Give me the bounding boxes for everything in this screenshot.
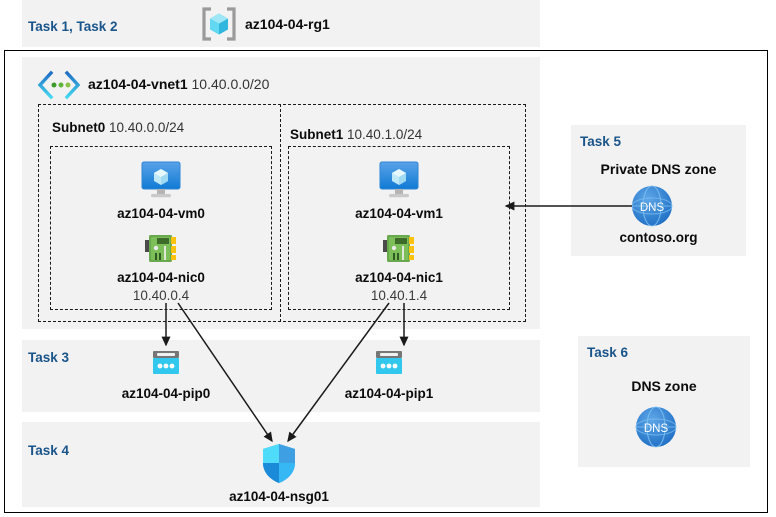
nsg-label: az104-04-nsg01 (229, 489, 329, 504)
public-ip-address-icon (374, 349, 404, 377)
vm0-label: az104-04-vm0 (117, 206, 205, 221)
dns-zone-icon: DNS (630, 184, 674, 228)
virtual-machine-icon (138, 160, 184, 200)
resource-group-name: az104-04-rg1 (245, 16, 330, 32)
subnet0-name: Subnet0 (52, 120, 106, 135)
subnet1-cidr: 10.40.1.0/24 (347, 127, 423, 142)
subscription-frame (4, 50, 768, 513)
vm1-label: az104-04-vm1 (355, 206, 443, 221)
task3-panel (22, 340, 540, 412)
nic1-ip: 10.40.1.4 (370, 288, 428, 303)
nic0-ip: 10.40.0.4 (132, 288, 190, 303)
subnet1-resources-box (288, 146, 510, 310)
vnet-title: az104-04-vnet1 10.40.0.0/20 (88, 76, 269, 92)
vnet-panel (22, 57, 540, 329)
nic0-label: az104-04-nic0 (117, 270, 205, 285)
contoso-zone-label: contoso.org (619, 230, 698, 245)
task-label-6: Task 6 (587, 345, 629, 360)
network-interface-icon (382, 232, 416, 266)
task-label-4: Task 4 (28, 443, 70, 458)
resource-group-icon (200, 5, 238, 43)
dns-icon-text: DNS (640, 202, 665, 214)
pip0-label: az104-04-pip0 (121, 386, 211, 401)
virtual-machine-icon (376, 160, 422, 200)
public-ip-address-icon (151, 349, 181, 377)
task-label-1-2: Task 1, Task 2 (28, 19, 118, 34)
subnet1-title: Subnet1 10.40.1.0/24 (290, 127, 422, 142)
resource-group-header-panel (22, 0, 540, 47)
nic1-label: az104-04-nic1 (355, 270, 443, 285)
vnet-name: az104-04-vnet1 (88, 76, 188, 92)
private-dns-zone-title: Private DNS zone (600, 161, 717, 177)
subnet0-resources-box (50, 146, 272, 310)
dns-zone-icon: DNS (634, 405, 678, 449)
network-interface-icon (144, 232, 178, 266)
subnet1-name: Subnet1 (290, 127, 344, 142)
dns-zone-title: DNS zone (631, 378, 697, 394)
dns-icon-text: DNS (644, 423, 669, 435)
virtual-network-icon (36, 70, 82, 100)
task-label-3: Task 3 (28, 350, 70, 365)
subnets-container (38, 104, 526, 322)
subnet0-title: Subnet0 10.40.0.0/24 (52, 120, 184, 135)
pip1-label: az104-04-pip1 (344, 386, 434, 401)
network-security-group-icon (261, 443, 297, 485)
vnet-cidr: 10.40.0.0/20 (191, 76, 270, 92)
subnet-divider (280, 104, 281, 322)
task-label-5: Task 5 (580, 134, 622, 149)
subnet0-cidr: 10.40.0.0/24 (109, 120, 185, 135)
